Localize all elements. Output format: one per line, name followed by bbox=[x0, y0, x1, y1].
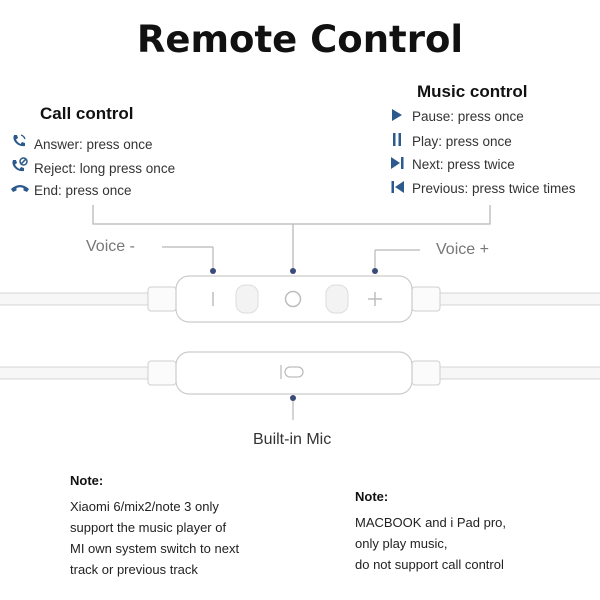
upper-remote-body bbox=[147, 275, 441, 323]
end-item: End: press once bbox=[10, 181, 132, 198]
next-track-icon bbox=[388, 157, 406, 172]
reject-text: Reject: long press once bbox=[34, 161, 176, 176]
play-triangle-icon bbox=[388, 109, 406, 124]
control-bracket bbox=[92, 205, 491, 268]
note-line: support the music player of bbox=[70, 520, 227, 535]
note-line: track or previous track bbox=[70, 562, 198, 577]
play-item: Play: press once bbox=[388, 133, 512, 149]
mic-remote-body bbox=[147, 351, 441, 395]
reject-item: Reject: long press once bbox=[10, 157, 175, 176]
phone-reject-icon bbox=[10, 157, 28, 176]
next-text: Next: press twice bbox=[412, 157, 515, 172]
phone-answer-icon bbox=[10, 133, 28, 152]
volume-up-button bbox=[368, 292, 382, 306]
note-macbook: Note: MACBOOK and i Pad pro, only play m… bbox=[355, 489, 506, 575]
pause-bars-icon bbox=[388, 133, 406, 149]
note-line: only play music, bbox=[355, 536, 448, 551]
pause-item: Pause: press once bbox=[388, 109, 524, 124]
answer-item: Answer: press once bbox=[10, 133, 153, 152]
play-pause-button bbox=[284, 290, 302, 308]
pause-text: Pause: press once bbox=[412, 109, 524, 124]
note-line: do not support call control bbox=[355, 557, 504, 572]
next-item: Next: press twice bbox=[388, 157, 515, 172]
mic-dot bbox=[290, 395, 296, 401]
voice-minus-label: Voice - bbox=[86, 238, 135, 255]
phone-end-icon bbox=[10, 181, 29, 198]
music-control-heading: Music control bbox=[417, 82, 528, 101]
page-title: Remote Control bbox=[136, 18, 464, 61]
note-line: Xiaomi 6/mix2/note 3 only bbox=[70, 499, 219, 514]
note-title: Note: bbox=[355, 489, 389, 504]
previous-track-icon bbox=[388, 181, 406, 196]
call-control-heading: Call control bbox=[40, 104, 134, 123]
center-button-dot bbox=[290, 268, 296, 274]
note-title: Note: bbox=[70, 473, 104, 488]
previous-text: Previous: press twice times bbox=[412, 181, 576, 196]
voice-plus-label: Voice + bbox=[436, 241, 489, 258]
note-line: MI own system switch to next bbox=[70, 541, 240, 556]
note-line: MACBOOK and i Pad pro, bbox=[355, 515, 507, 530]
voice-minus-dot bbox=[210, 268, 216, 274]
play-text: Play: press once bbox=[412, 134, 512, 149]
microphone-icon bbox=[280, 365, 304, 379]
end-text: End: press once bbox=[34, 183, 132, 198]
previous-item: Previous: press twice times bbox=[388, 181, 576, 196]
voice-plus-dot bbox=[372, 268, 378, 274]
builtin-mic-label: Built-in Mic bbox=[253, 431, 332, 448]
note-xiaomi: Note: Xiaomi 6/mix2/note 3 only support … bbox=[70, 473, 239, 580]
answer-text: Answer: press once bbox=[34, 137, 153, 152]
